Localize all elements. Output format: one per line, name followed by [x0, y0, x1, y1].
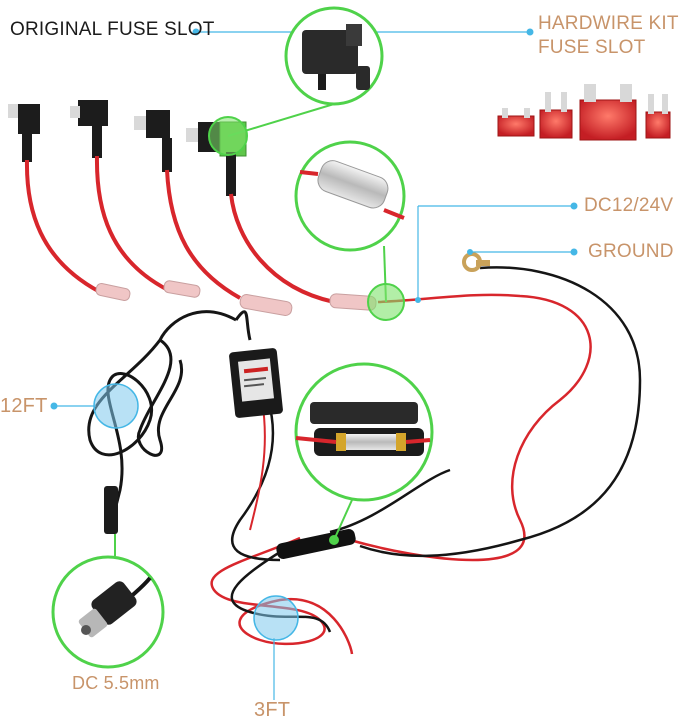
original-fuse-slot-label: ORIGINAL FUSE SLOT	[10, 19, 215, 40]
ground-label: GROUND	[588, 241, 674, 262]
zoom-fuse-holder	[294, 362, 434, 545]
zoom-original-fuse-slot	[208, 6, 384, 156]
zoom-inline-fuse	[294, 140, 406, 321]
blue-focus-circles	[93, 383, 299, 641]
mini-fuse	[497, 108, 535, 137]
fuse-tap-adapter-1	[8, 104, 131, 301]
hardwire-kit-label-line1: HARDWIRE KIT	[538, 13, 679, 34]
fuse-tap-adapter-3	[134, 110, 293, 316]
voltage-converter	[229, 348, 283, 418]
wiring	[87, 266, 642, 655]
callout-lines	[54, 31, 574, 700]
maxi-fuse	[579, 84, 637, 141]
spare-fuses	[497, 84, 671, 141]
low-profile-fuse	[645, 94, 671, 139]
callout-dots	[50, 28, 578, 410]
zoom-dc-connector	[51, 555, 165, 669]
length-3ft-label: 3FT	[254, 699, 291, 721]
dc-voltage-label: DC12/24V	[584, 195, 674, 216]
inline-fuse-holder	[276, 528, 356, 560]
length-12ft-label: 12FT	[0, 395, 48, 417]
fuse-tap-adapter-2	[70, 100, 201, 298]
hardwire-kit-label-line2: FUSE SLOT	[538, 37, 646, 58]
dc-connector-label: DC 5.5mm	[72, 673, 160, 693]
standard-fuse	[539, 92, 573, 139]
